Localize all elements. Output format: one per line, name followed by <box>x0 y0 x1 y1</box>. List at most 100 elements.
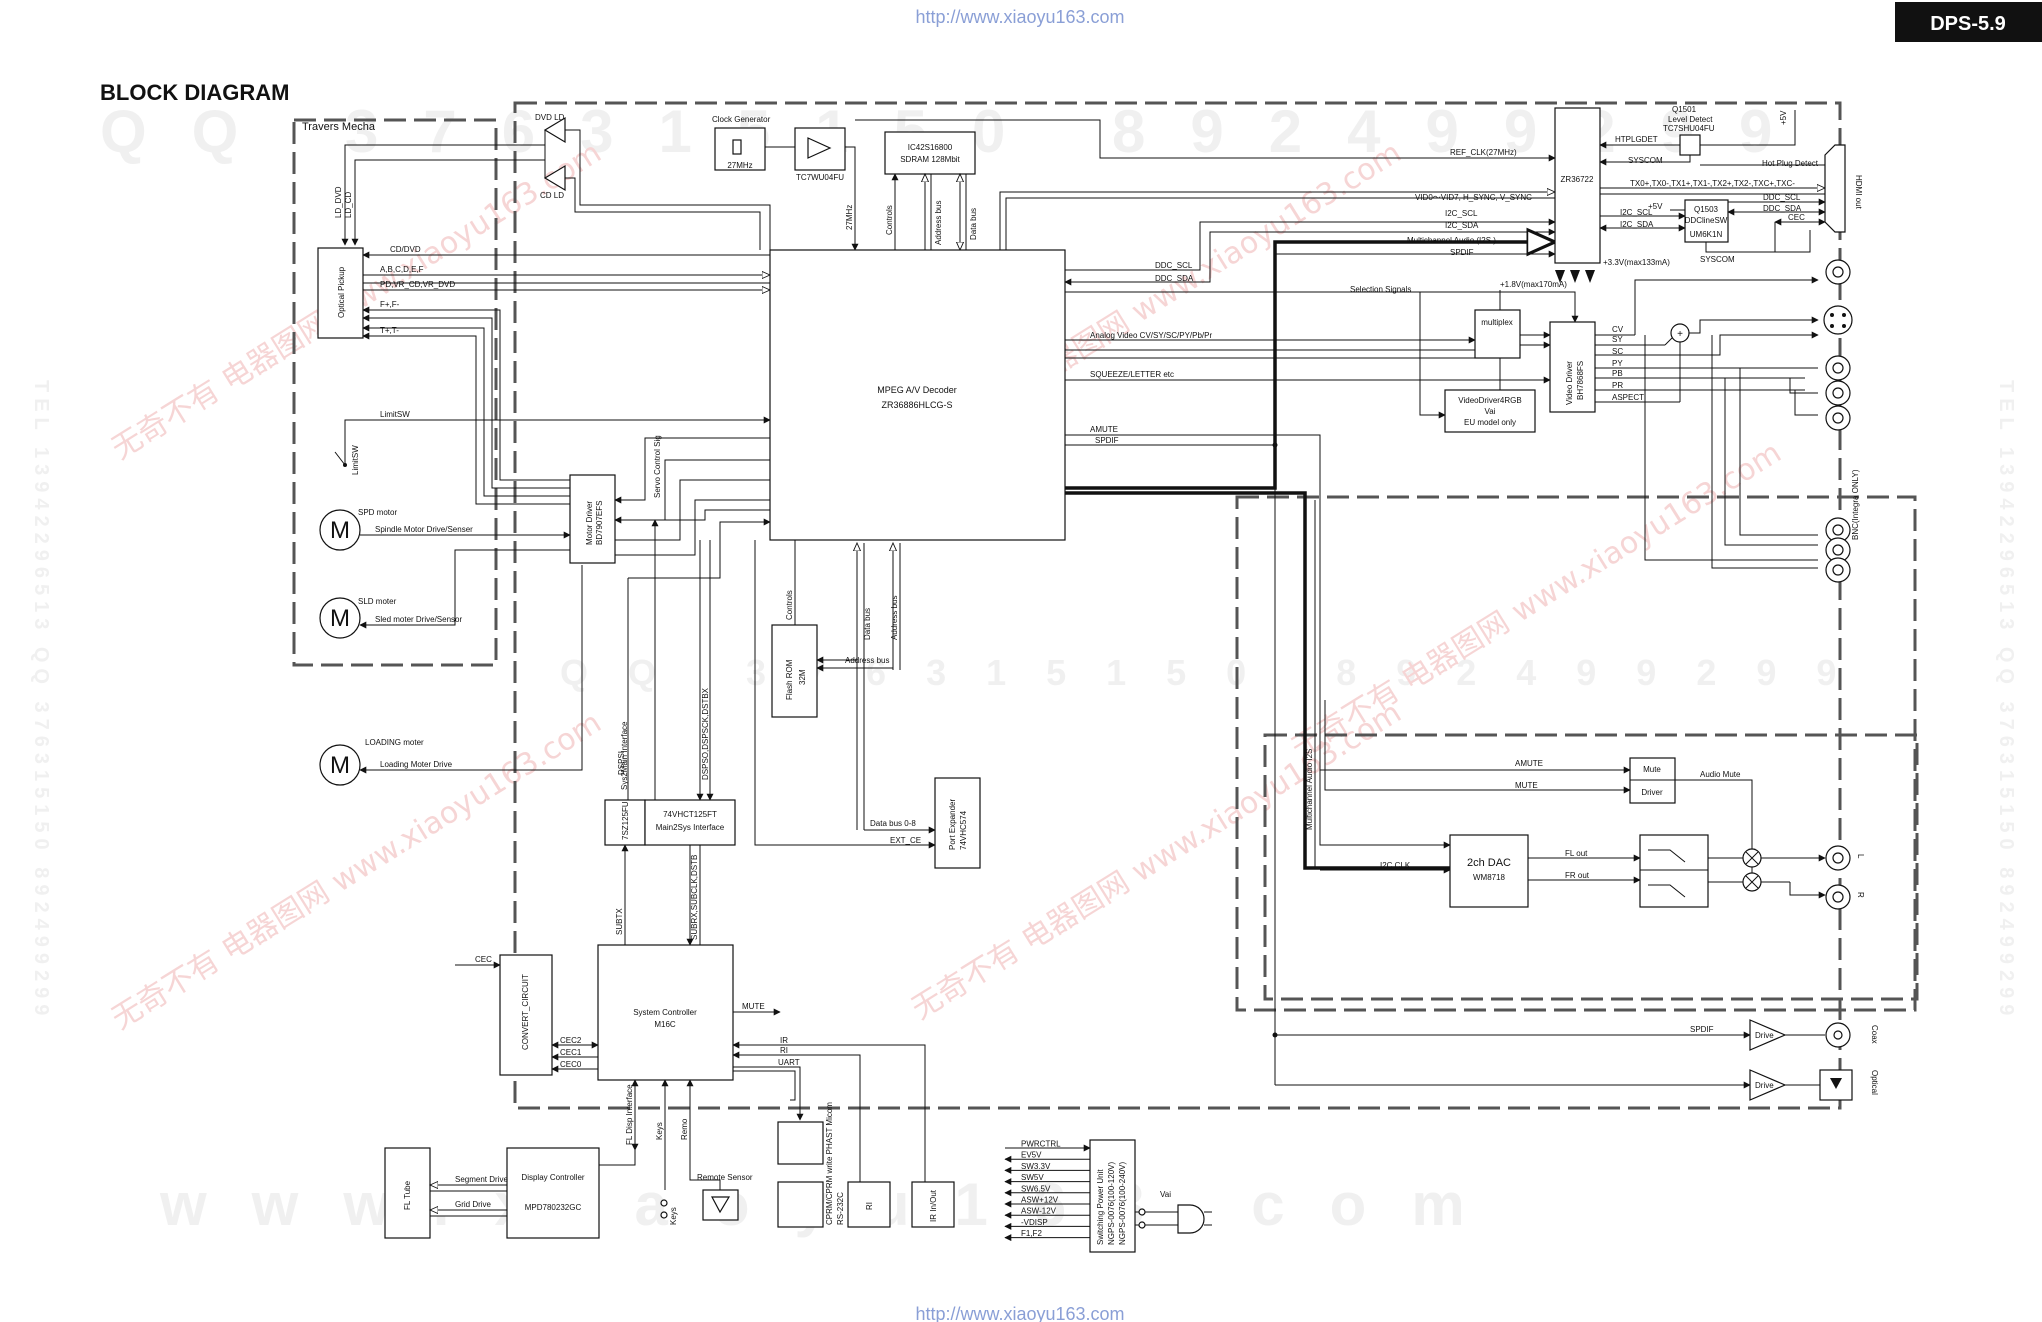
selection-label: Selection Signals <box>1350 285 1411 294</box>
fr-out-label: FR out <box>1565 871 1590 880</box>
subtx-label: SUBTX <box>615 908 624 935</box>
clock-gen-label: Clock Generator <box>712 115 771 124</box>
subrx-label: SUBRX,SUBCLK,DSTB <box>690 855 699 940</box>
top-controls-label: Controls <box>885 205 894 235</box>
cv-label: CV <box>1612 325 1624 334</box>
fl-out-label: FL out <box>1565 849 1588 858</box>
loading-motor-label: LOADING moter <box>365 738 424 747</box>
keys-switch-label: Keys <box>669 1207 678 1225</box>
sys2main-buffer-box <box>604 799 646 846</box>
loading-drive-label: Loading Moter Drive <box>380 760 453 769</box>
url-top[interactable]: http://www.xiaoyu163.com <box>915 7 1124 27</box>
limit-sw-switch-label: LimitSW <box>351 445 360 475</box>
cec1-label: CEC1 <box>560 1048 582 1057</box>
videodriver4rgb-box <box>1444 389 1536 433</box>
cec-hdmi-label: CEC <box>1788 213 1805 222</box>
model-badge <box>1895 2 2042 42</box>
video-driver-label: Video Driver <box>1565 361 1574 405</box>
t-pm-label: T+,T- <box>380 326 399 335</box>
tx-label: TX0+,TX0-,TX1+,TX1-,TX2+,TX2-,TXC+,TXC- <box>1630 179 1795 188</box>
system-controller-name: System Controller <box>633 1008 697 1017</box>
sled-label: Sled moter Drive/Sensor <box>375 615 462 624</box>
sy-label: SY <box>1612 335 1623 344</box>
flash-size-label: 32M <box>798 669 807 685</box>
mid-addr-bus-label: Address bus <box>890 596 899 640</box>
sys-mute-label: MUTE <box>742 1002 765 1011</box>
cd-ld-label: CD LD <box>540 191 564 200</box>
sdram-desc: SDRAM 128Mbit <box>900 155 960 164</box>
top-data-bus-label: Data bus <box>969 208 978 240</box>
hdmi-connector-icon <box>1824 144 1846 233</box>
spd-motor-label: SPD motor <box>358 508 397 517</box>
sld-motor-label: SLD moter <box>358 597 397 606</box>
dac-box <box>1449 834 1529 908</box>
optical-pickup-label: Optical Pickup <box>337 266 346 318</box>
video-driver-box <box>1549 321 1596 413</box>
driver-box-label: Driver <box>1641 788 1663 797</box>
q1501-label: Q1501 <box>1672 105 1697 114</box>
data-bus-08-label: Data bus 0-8 <box>870 819 916 828</box>
abcdef-label: A,B,C,D,E,F <box>380 265 424 274</box>
svg-text:M: M <box>330 605 350 632</box>
pr-label: PR <box>1612 381 1623 390</box>
url-bottom[interactable]: http://www.xiaoyu163.com <box>915 1304 1124 1322</box>
pd-vr-label: PD,VR_CD,VR_DVD <box>380 280 455 289</box>
ddcline-label: DDClineSW <box>1685 216 1728 225</box>
tsz-label: 7SZ125FU <box>621 801 630 840</box>
dvd-ld-label: DVD LD <box>535 113 565 122</box>
mpeg-decoder-name: MPEG A/V Decoder <box>877 385 957 395</box>
optical-pickup-box <box>317 247 364 339</box>
psu-label-2: NGPS-0076(100-120V) <box>1107 1162 1116 1245</box>
flash-rom-box <box>771 624 818 718</box>
pb-label: PB <box>1612 369 1623 378</box>
drive2-label: Drive <box>1755 1081 1774 1090</box>
power-line-label-7: -VDISP <box>1021 1218 1048 1227</box>
level-ic-label: TC7SHU04FU <box>1663 124 1715 133</box>
optical-label: Optical <box>1870 1070 1879 1095</box>
power-line-label-0: PWRCTRL <box>1021 1140 1061 1149</box>
uart-label: UART <box>778 1058 800 1067</box>
spindle-label: Spindle Motor Drive/Senser <box>375 525 473 534</box>
power-line-label-1: EV5V <box>1021 1151 1042 1160</box>
power-line-label-2: SW3.3V <box>1021 1162 1051 1171</box>
main-board-section <box>513 101 1842 1110</box>
syscom-label: SYSCOM <box>1628 156 1663 165</box>
rs232-label: RS-232C <box>836 1192 845 1225</box>
mute-audio-label: MUTE <box>1515 781 1538 790</box>
top-addr-bus-label: Address bus <box>934 201 943 245</box>
power-lines: PWRCTRLEV5VSW3.3VSW5VSW6.5VASW+12VASW-12… <box>1004 1140 1091 1242</box>
mid-addr-bus-label2: Address bus <box>845 656 889 665</box>
keys-label: Keys <box>655 1122 664 1140</box>
aspect-label: ASPECT <box>1612 393 1644 402</box>
sc-label: SC <box>1612 347 1623 356</box>
rs232-box <box>777 1181 824 1228</box>
cpu-label: CPRM/CPRM write PHAST Micom <box>825 1102 834 1225</box>
mid-data-bus-label: Data bus <box>863 608 872 640</box>
servo-label: Servo Control Sig <box>653 435 662 498</box>
ri-box <box>847 1181 891 1228</box>
remo-label: Remo <box>680 1118 689 1140</box>
port-expander-label: Port Expander <box>948 799 957 850</box>
q1501-box <box>1679 134 1701 156</box>
system-controller-box <box>597 944 734 1081</box>
vai-power-label: Vai <box>1160 1190 1171 1199</box>
limit-sw-label: LimitSW <box>380 410 410 419</box>
travers-mecha-title: Travers Mecha <box>302 121 376 133</box>
convert-circuit-box <box>499 954 553 1076</box>
motor-driver-ic: BD7907EFS <box>595 501 604 545</box>
watermark-row3: www.xiaoyu163.com <box>159 1171 1510 1238</box>
vd4rgb-label: VideoDriver4RGB <box>1458 396 1521 405</box>
zr36722-label: ZR36722 <box>1561 175 1594 184</box>
um-label: UM6K1N <box>1690 230 1723 239</box>
display-controller-box <box>506 1147 600 1239</box>
motor-driver-box <box>569 474 616 564</box>
watermark-side-right: TEL 13942296513 QQ 376315150 892499299 <box>1995 380 2017 1021</box>
video-ic-label: BH7868FS <box>1576 361 1585 400</box>
ir-inout-box <box>911 1181 955 1228</box>
spdif-audio-label: SPDIF <box>1690 1025 1714 1034</box>
vid-label: VID0～VID7, H_SYNC, V_SYNC <box>1415 193 1532 202</box>
svg-text:M: M <box>330 752 350 779</box>
cec-in-label: CEC <box>475 955 492 964</box>
segment-label: Segment Drive <box>455 1175 508 1184</box>
